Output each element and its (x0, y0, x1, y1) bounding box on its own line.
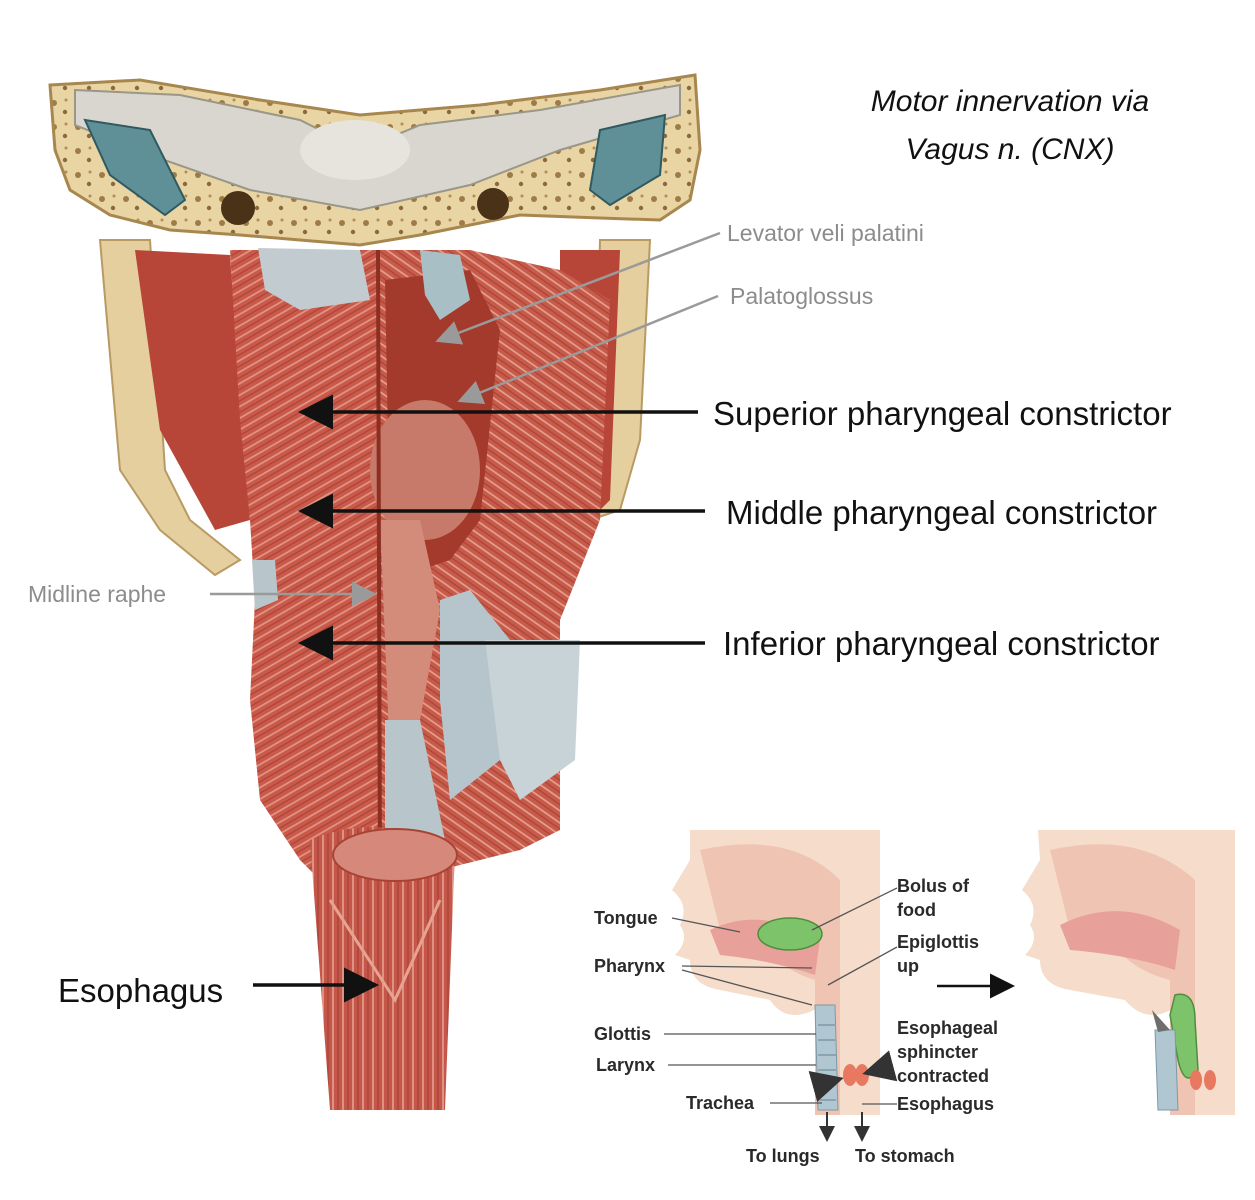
label-arrows (210, 231, 721, 1003)
inset-label-pharynx: Pharynx (594, 956, 666, 976)
levator-leader (435, 231, 721, 345)
title-line-1: Motor innervation via (870, 85, 1150, 118)
swallow-inset-leaders (664, 887, 898, 1105)
inset-label-esophagus: Esophagus (897, 1094, 995, 1114)
inset-label-to-stomach: To stomach (855, 1146, 955, 1166)
title-line-2: Vagus n. (CNX) (905, 133, 1115, 166)
label-superior-constrictor: Superior pharyngeal constrictor (713, 395, 1172, 432)
label-esophagus: Esophagus (58, 972, 224, 1009)
label-inferior-constrictor: Inferior pharyngeal constrictor (723, 625, 1160, 662)
pharyngeal-muscles (135, 248, 620, 1110)
swallow-inset-left (672, 830, 898, 1142)
inset-label-tongue: Tongue (594, 908, 658, 928)
inset-label-trachea: Trachea (686, 1093, 755, 1113)
bolus-shape (757, 917, 823, 951)
label-midline-raphe: Midline raphe (28, 581, 167, 607)
label-middle-constrictor: Middle pharyngeal constrictor (726, 494, 1158, 531)
inset-label-epiglottis: Epiglottis up (897, 932, 979, 976)
swallow-inset-right (1022, 830, 1235, 1115)
inset-label-bolus: Bolus of food (897, 876, 969, 920)
skull-base (48, 73, 702, 577)
inset-label-sphincter: Esophageal sphincter contracted (897, 1018, 999, 1086)
label-palatoglossus: Palatoglossus (730, 283, 874, 309)
inset-label-larynx: Larynx (596, 1055, 656, 1075)
inset-label-to-lungs: To lungs (746, 1146, 820, 1166)
label-levator-veli-palatini: Levator veli palatini (727, 220, 924, 246)
inset-label-glottis: Glottis (594, 1024, 651, 1044)
palatoglossus-leader (457, 294, 719, 405)
bolus-descending (1169, 993, 1199, 1079)
